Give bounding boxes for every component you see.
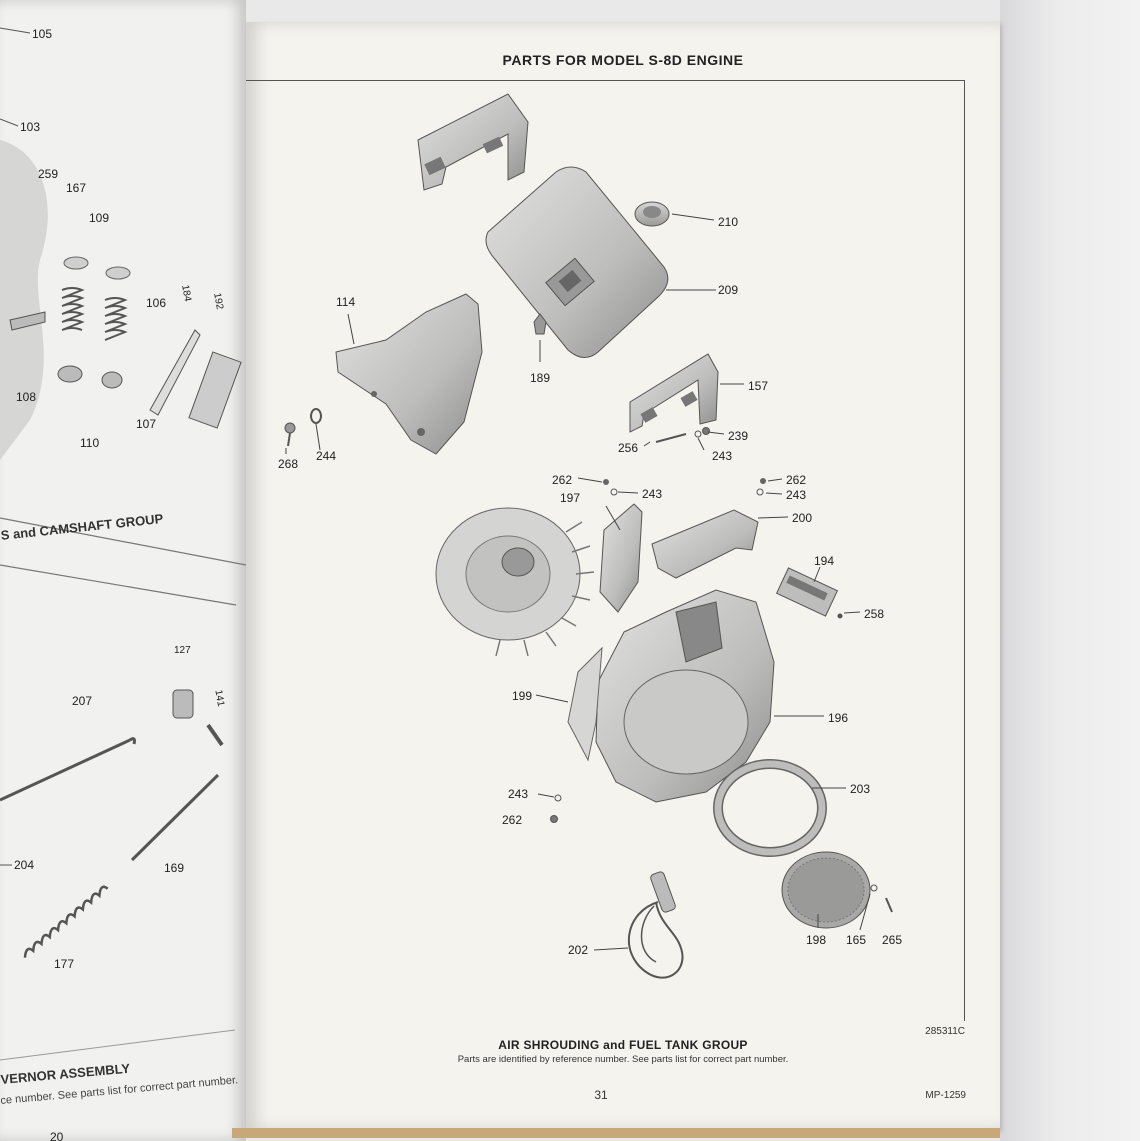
diagram-frame <box>246 80 965 1021</box>
svg-text:167: 167 <box>66 181 86 195</box>
drawing-code: 285311C <box>925 1026 965 1037</box>
callout-114: 114 <box>336 295 355 309</box>
screw-265 <box>885 897 893 913</box>
callout-197: 197 <box>560 491 580 505</box>
svg-text:108: 108 <box>16 390 36 404</box>
fuel-tank <box>485 166 669 358</box>
page-header: PARTS FOR MODEL S-8D ENGINE <box>502 52 744 68</box>
fuel-cap <box>634 201 670 227</box>
air-baffle-197 <box>599 503 643 613</box>
washer-243-c <box>756 488 764 496</box>
callout-258: 258 <box>864 607 884 621</box>
svg-text:141: 141 <box>212 689 226 708</box>
screw-256 <box>655 433 687 443</box>
screw-262-a <box>603 479 609 485</box>
flywheel-fan <box>435 507 595 657</box>
rivet-258 <box>837 613 843 619</box>
leader-lines <box>285 213 871 951</box>
washer-243-a <box>694 430 702 438</box>
name-plate-194 <box>775 567 839 617</box>
callout-243-d: 243 <box>508 787 528 801</box>
callout-239: 239 <box>728 429 748 443</box>
callout-243-b: 243 <box>642 487 662 501</box>
washer-243-d <box>554 794 562 802</box>
callout-244: 244 <box>316 449 336 463</box>
svg-text:105: 105 <box>32 27 52 41</box>
callout-203: 203 <box>850 782 870 796</box>
screw-262-c <box>550 815 558 823</box>
form-number: MP-1259 <box>925 1090 966 1101</box>
svg-text:177: 177 <box>54 957 74 971</box>
callout-labels: 210 209 114 189 157 268 244 256 239 243 … <box>278 215 902 957</box>
rotating-screen-198 <box>781 851 871 929</box>
callout-243-a: 243 <box>712 449 732 463</box>
svg-text:184: 184 <box>179 284 193 303</box>
exploded-parts-diagram: 210 209 114 189 157 268 244 256 239 243 … <box>278 93 902 979</box>
svg-text:259: 259 <box>38 167 58 181</box>
svg-text:107: 107 <box>136 417 156 431</box>
callout-198: 198 <box>806 933 826 947</box>
rotating-screen-ring-203 <box>713 759 827 857</box>
callout-194: 194 <box>814 554 834 568</box>
left-facing-page: 105 103 259 167 109 184 192 106 108 110 … <box>0 0 246 1141</box>
svg-text:110: 110 <box>80 436 99 450</box>
starter-rope-202 <box>628 871 684 979</box>
svg-text:204: 204 <box>14 858 34 872</box>
background-surface <box>1000 0 1140 1141</box>
svg-text:192: 192 <box>211 292 225 311</box>
fuel-tank-strap-bottom <box>629 353 719 433</box>
callout-262-a: 262 <box>552 473 572 487</box>
callout-262-b: 262 <box>786 473 806 487</box>
nut-239 <box>702 427 710 435</box>
callout-189: 189 <box>530 371 550 385</box>
callout-265: 265 <box>882 933 902 947</box>
callout-209: 209 <box>718 283 738 297</box>
screw-268 <box>284 422 296 447</box>
fuel-tank-strap-top <box>417 93 529 191</box>
svg-text:106: 106 <box>146 296 166 310</box>
blower-housing-shroud <box>595 589 775 803</box>
callout-200: 200 <box>792 511 812 525</box>
callout-262-c: 262 <box>502 813 522 827</box>
callout-196: 196 <box>828 711 848 725</box>
callout-157: 157 <box>748 379 768 393</box>
air-deflector-200 <box>651 509 759 579</box>
screw-262-b <box>760 478 766 484</box>
tank-mounting-bracket <box>335 293 483 455</box>
svg-text:207: 207 <box>72 694 92 708</box>
washer-244 <box>310 408 322 424</box>
cover-plate-199 <box>567 646 603 762</box>
callout-165: 165 <box>846 933 866 947</box>
callout-210: 210 <box>718 215 738 229</box>
washer-243-b <box>610 488 618 496</box>
left-page-diagram: 105 103 259 167 109 184 192 106 108 110 … <box>0 27 246 1141</box>
page-edge <box>232 1128 1000 1138</box>
callout-256: 256 <box>618 441 638 455</box>
svg-text:127: 127 <box>174 645 191 656</box>
figure-caption-title: AIR SHROUDING and FUEL TANK GROUP <box>498 1038 748 1052</box>
svg-text:169: 169 <box>164 861 184 875</box>
figure-caption-note: Parts are identified by reference number… <box>457 1054 789 1065</box>
svg-text:109: 109 <box>89 211 109 225</box>
svg-text:103: 103 <box>20 120 40 134</box>
callout-243-c: 243 <box>786 488 806 502</box>
svg-text:20: 20 <box>50 1130 64 1141</box>
page-number: 31 <box>594 1088 608 1102</box>
callout-199: 199 <box>512 689 532 703</box>
callout-202: 202 <box>568 943 588 957</box>
callout-268: 268 <box>278 457 298 471</box>
fitting-189 <box>533 313 547 335</box>
washer-165 <box>870 884 878 892</box>
